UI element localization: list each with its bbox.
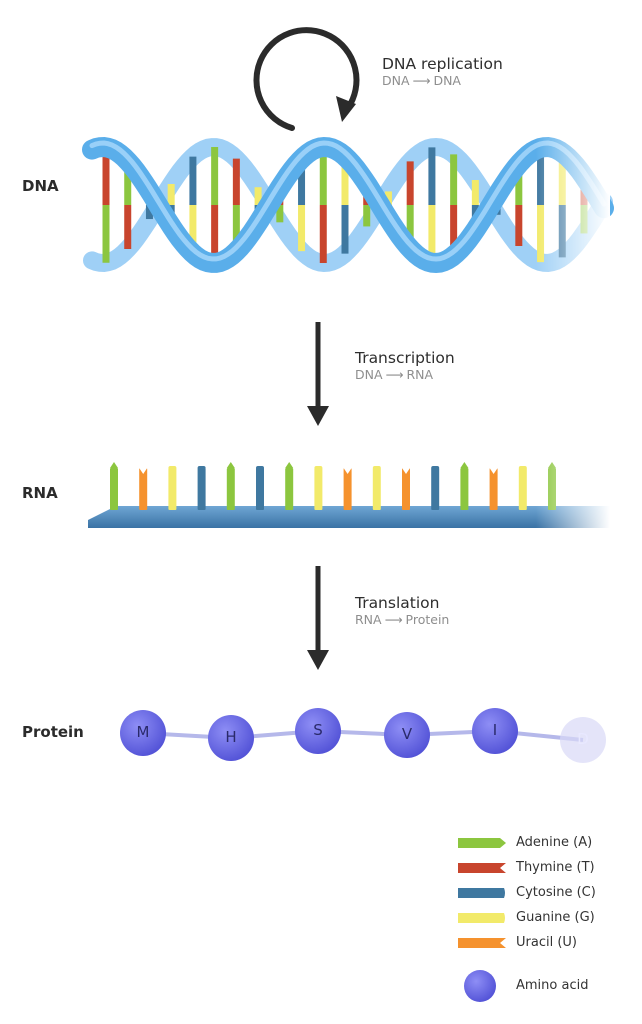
amino-acid	[384, 712, 430, 758]
stage-label-protein: Protein	[22, 723, 84, 741]
down-arrow-icon	[307, 322, 329, 426]
legend-swatches	[458, 838, 506, 1002]
circular-arrow-icon	[253, 27, 360, 131]
process-transcription: Transcription DNA⟶RNA	[355, 349, 455, 382]
amino-acid-letter: D	[577, 730, 589, 748]
legend-uracil: Uracil (U)	[516, 935, 577, 950]
long-arrow-icon: ⟶	[385, 367, 404, 382]
process-subtitle: DNA⟶RNA	[355, 367, 434, 382]
down-arrow-icon	[307, 566, 329, 670]
protein-chain	[120, 708, 606, 763]
process-subtitle: RNA⟶Protein	[355, 612, 450, 627]
legend-swatch-amino-acid	[464, 970, 496, 1002]
legend-swatch-uracil	[458, 938, 506, 948]
amino-acid-letter: S	[313, 721, 323, 739]
amino-acid	[295, 708, 341, 754]
amino-acid-letter: M	[136, 723, 150, 741]
amino-acid	[560, 717, 606, 763]
legend-swatch-thymine	[458, 863, 506, 873]
long-arrow-icon: ⟶	[384, 612, 403, 627]
legend-guanine: Guanine (G)	[516, 910, 595, 925]
legend-swatch-adenine	[458, 838, 506, 848]
stage-label-dna: DNA	[22, 177, 59, 195]
amino-acid-letter: V	[401, 725, 413, 743]
legend-swatch-cytosine	[458, 888, 505, 898]
long-arrow-icon: ⟶	[412, 73, 431, 88]
legend-swatch-guanine	[458, 913, 505, 923]
amino-acid-letter: I	[492, 721, 498, 739]
legend-thymine: Thymine (T)	[516, 860, 595, 875]
rna-fade	[80, 455, 610, 535]
process-subtitle: DNA⟶DNA	[382, 73, 461, 88]
process-replication: DNA replication DNA⟶DNA	[382, 55, 503, 88]
stage-label-rna: RNA	[22, 484, 58, 502]
legend-amino-acid: Amino acid	[516, 978, 589, 993]
dna-fade	[80, 130, 610, 290]
process-title: Transcription	[355, 349, 455, 367]
process-translation: Translation RNA⟶Protein	[355, 594, 449, 627]
amino-acid	[120, 710, 166, 756]
process-title: Translation	[355, 594, 440, 612]
amino-acid	[208, 715, 254, 761]
legend-cytosine: Cytosine (C)	[516, 885, 596, 900]
legend-adenine: Adenine (A)	[516, 835, 593, 850]
process-title: DNA replication	[382, 55, 503, 73]
amino-acid	[472, 708, 518, 754]
amino-acid-letter: H	[225, 728, 237, 746]
